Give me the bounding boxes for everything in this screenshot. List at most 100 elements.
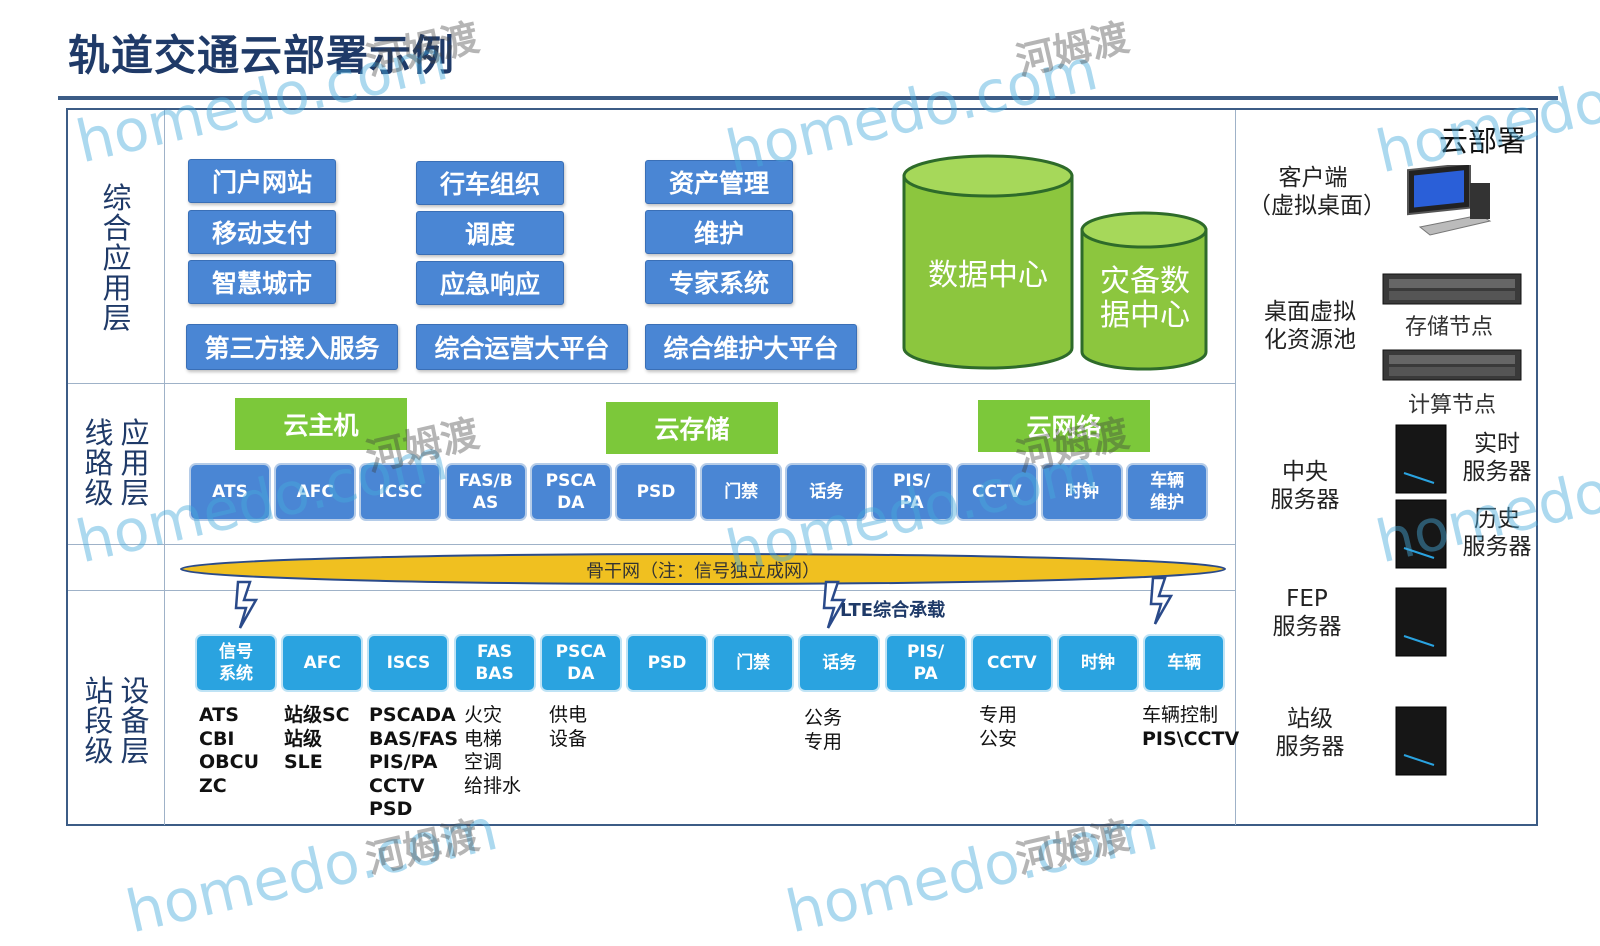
backup-label-line2: 据中心 bbox=[1100, 298, 1190, 333]
system-box-label: 时钟 bbox=[1065, 482, 1099, 502]
system-box-label: 门禁 bbox=[724, 482, 759, 502]
system-box-label: 时钟 bbox=[1081, 653, 1115, 673]
app-dispatch: 调度 bbox=[416, 211, 564, 255]
system-box-label: ATS bbox=[212, 482, 248, 502]
system-box: AFC bbox=[274, 463, 357, 521]
detail-afc: 站级SC 站级 SLE bbox=[284, 704, 350, 775]
central-server-label: 中央 服务器 bbox=[1265, 458, 1345, 514]
datacenter-label: 数据中心 bbox=[928, 258, 1048, 293]
system-box: CCTV bbox=[970, 634, 1053, 692]
system-box-label: CCTV bbox=[971, 482, 1022, 502]
system-box: PIS/PA bbox=[884, 634, 967, 692]
system-box: 话务 bbox=[785, 463, 868, 521]
system-box-label: AFC bbox=[296, 482, 334, 502]
system-box: ISCS bbox=[367, 634, 450, 692]
datacenter-cylinder bbox=[902, 154, 1074, 370]
cloud-network: 云网络 bbox=[978, 400, 1150, 452]
detail-item: CCTV bbox=[369, 774, 425, 797]
station-line1: 站级 bbox=[1287, 706, 1333, 732]
detail-item: PIS/PA bbox=[369, 751, 438, 773]
system-box-label: 门禁 bbox=[736, 653, 771, 673]
lightning-icon bbox=[822, 580, 847, 629]
tower-server-icon bbox=[1395, 424, 1447, 494]
system-box-label: PSCA bbox=[555, 642, 606, 662]
detail-cctv: 专用 公安 bbox=[979, 704, 1017, 751]
detail-item: 火灾 bbox=[464, 704, 503, 726]
layer-label-divider bbox=[164, 110, 165, 825]
layer-label-station-right-text: 设备层 bbox=[120, 674, 150, 768]
app-asset-mgmt: 资产管理 bbox=[645, 160, 793, 204]
system-box-label: PSD bbox=[636, 482, 676, 502]
system-box-label: 话务 bbox=[822, 653, 857, 673]
system-box: 车辆 bbox=[1143, 634, 1226, 692]
detail-pscada: 供电 设备 bbox=[549, 704, 587, 751]
watermark-cn: 河姆渡 bbox=[1012, 15, 1134, 84]
layer-label-app: 综合应用层 bbox=[100, 183, 134, 333]
detail-item: OBCU bbox=[199, 751, 260, 773]
system-box: PSD bbox=[615, 463, 697, 521]
client-label-line1: 客户端 bbox=[1278, 165, 1348, 191]
fep-line2: 服务器 bbox=[1272, 614, 1342, 640]
backup-datacenter-cylinder bbox=[1080, 211, 1208, 371]
cloud-storage: 云存储 bbox=[606, 402, 778, 454]
app-mobile-pay: 移动支付 bbox=[188, 210, 336, 254]
central-line2: 服务器 bbox=[1270, 487, 1340, 513]
system-box-label: PSD bbox=[647, 653, 687, 673]
system-box: PSD bbox=[626, 634, 708, 692]
system-box-label: 信号 bbox=[219, 642, 253, 662]
detail-item: 设备 bbox=[549, 727, 588, 750]
system-box-label-line2: 维护 bbox=[1150, 493, 1185, 513]
detail-item: 专用 bbox=[979, 704, 1018, 726]
detail-item: PSD bbox=[369, 798, 413, 820]
detail-item: 给排水 bbox=[464, 774, 522, 797]
detail-item: ATS bbox=[199, 704, 239, 726]
system-box-label: 话务 bbox=[809, 482, 844, 502]
divider-app-line bbox=[68, 383, 1235, 384]
title-underline bbox=[58, 96, 1558, 100]
system-box-label: PIS/ bbox=[906, 642, 945, 662]
system-box-label-line2: BAS bbox=[475, 664, 514, 684]
system-box-label: CCTV bbox=[986, 653, 1037, 673]
fep-line1: FEP bbox=[1286, 586, 1328, 612]
detail-item: PSCADA bbox=[369, 704, 456, 726]
detail-item: ZC bbox=[199, 774, 227, 797]
central-line1: 中央 bbox=[1282, 459, 1328, 485]
compute-server-icon bbox=[1382, 349, 1522, 381]
system-box-label: ICSC bbox=[378, 482, 423, 502]
system-box: ATS bbox=[189, 463, 271, 521]
detail-iscs: PSCADA BAS/FAS PIS/PA CCTV PSD bbox=[369, 704, 458, 822]
system-box-label: PIS/ bbox=[892, 471, 931, 491]
layer-label-line-left: 线路级 bbox=[82, 418, 116, 508]
detail-signal: ATS CBI OBCU ZC bbox=[199, 704, 259, 798]
history-line2: 服务器 bbox=[1462, 534, 1532, 560]
tower-server-icon bbox=[1395, 706, 1447, 776]
detail-vehicle: 车辆控制 PIS\CCTV bbox=[1142, 704, 1239, 751]
system-box: PIS/PA bbox=[870, 463, 953, 521]
system-box-label: 车辆 bbox=[1150, 471, 1185, 491]
layer-label-station-right: 设备层 bbox=[118, 676, 152, 766]
system-box-label-line2: PA bbox=[899, 493, 924, 513]
detail-item: 专用 bbox=[804, 730, 843, 753]
backbone-label: 骨干网（注：信号独立成网） bbox=[586, 561, 820, 582]
layer-label-station-left: 站段级 bbox=[82, 676, 116, 766]
system-box-label: FAS bbox=[477, 642, 513, 662]
platform-third-party: 第三方接入服务 bbox=[186, 324, 398, 370]
desktop-pool-line1: 桌面虚拟 bbox=[1264, 299, 1356, 325]
detail-item: 电梯 bbox=[464, 727, 503, 750]
backbone-ellipse bbox=[180, 553, 1226, 585]
app-train-ops: 行车组织 bbox=[416, 161, 564, 205]
station-line2: 服务器 bbox=[1275, 734, 1345, 760]
desktop-computer-icon bbox=[1407, 165, 1492, 236]
tower-server-icon bbox=[1395, 587, 1447, 657]
detail-item: 站级SC bbox=[284, 704, 350, 726]
platform-operations: 综合运营大平台 bbox=[416, 324, 628, 370]
client-label: 客户端 （虚拟桌面） bbox=[1248, 164, 1386, 220]
desktop-pool-line2: 化资源池 bbox=[1264, 327, 1356, 353]
system-box: ICSC bbox=[359, 463, 442, 521]
system-box: 车辆维护 bbox=[1126, 463, 1209, 521]
system-box: 信号系统 bbox=[195, 634, 277, 692]
detail-item: 公务 bbox=[804, 707, 843, 729]
lightning-icon bbox=[234, 580, 259, 629]
